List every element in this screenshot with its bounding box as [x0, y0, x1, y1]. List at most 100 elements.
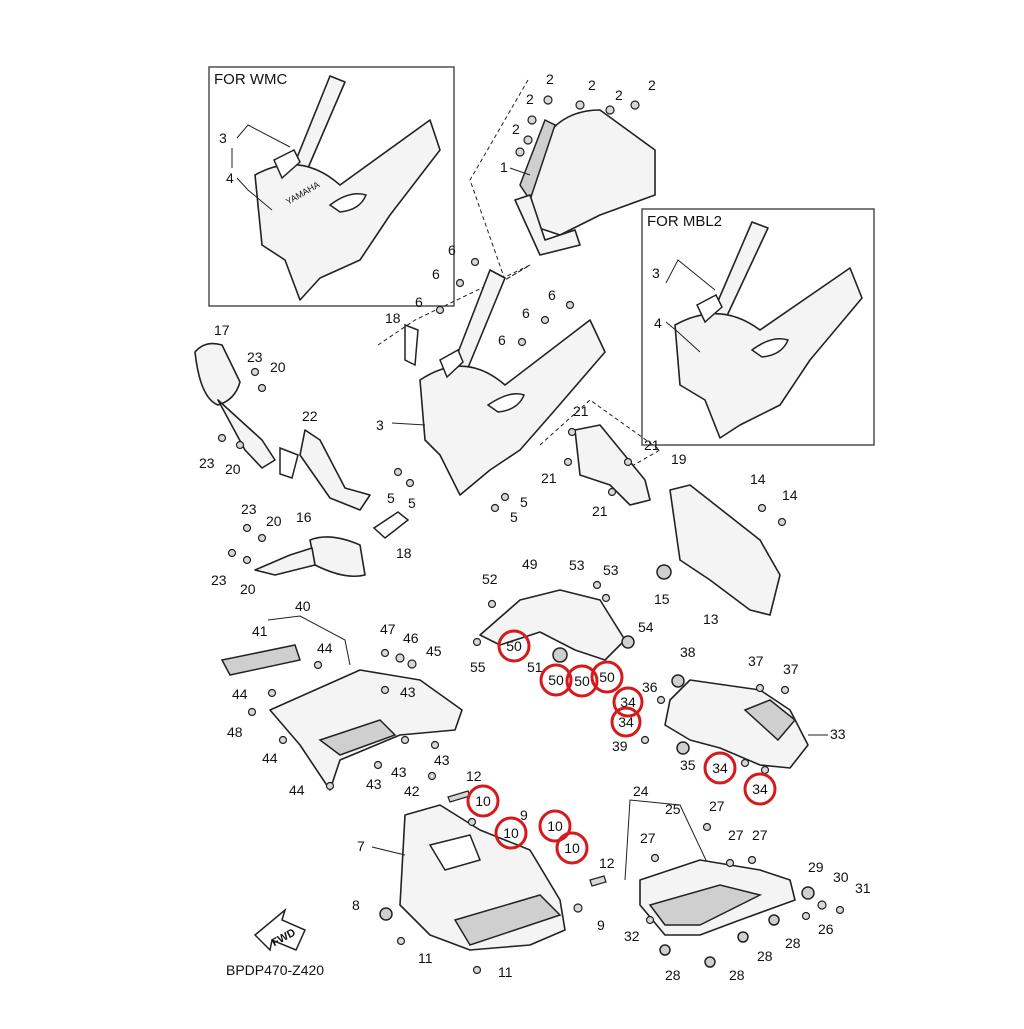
- label-27-a: 27: [709, 798, 725, 814]
- label-28-a: 28: [785, 935, 801, 951]
- label-29: 29: [808, 859, 824, 875]
- diagram-code: BPDP470-Z420: [226, 962, 324, 978]
- screw-2-e: [575, 100, 585, 110]
- upper-cowl-group: 3 18 6 6 6 6 6 6 5 5 5 5: [376, 242, 606, 525]
- windscreen-group-outline: [469, 79, 531, 281]
- inset-wmc-left-opening: [273, 148, 301, 180]
- label-5-d: 5: [510, 509, 518, 525]
- inset-mbl2: FOR MBL2 3 4: [641, 208, 875, 446]
- clip-27-b: [650, 853, 660, 863]
- label-14-a: 14: [750, 471, 766, 487]
- label-47: 47: [380, 621, 396, 637]
- label-6-e: 6: [522, 305, 530, 321]
- bolt-44-c: [278, 735, 288, 745]
- label-55: 55: [470, 659, 486, 675]
- label-5-b: 5: [408, 495, 416, 511]
- label-6-f: 6: [498, 332, 506, 348]
- label-2-e: 2: [615, 87, 623, 103]
- bolt-53-b: [601, 593, 611, 603]
- label-6-b: 6: [432, 266, 440, 282]
- highlight-50-a: [497, 629, 531, 663]
- grommet-28-b: [768, 914, 780, 926]
- upper-cowl-opening: [439, 348, 464, 379]
- label-18-bottom: 18: [396, 545, 412, 561]
- label-32: 32: [624, 928, 640, 944]
- label-20-a: 20: [270, 359, 286, 375]
- mirror-lower-stem: [254, 547, 316, 576]
- bolt-23-c: [242, 523, 252, 533]
- under-cowl-25: [648, 884, 763, 926]
- leader-1: [509, 167, 531, 176]
- stay-group: 21 21 21 21 19 14 14 15 13: [539, 399, 798, 627]
- label-50-a: 50: [506, 638, 522, 654]
- label-43-c: 43: [391, 764, 407, 780]
- inset-wmc-title: FOR WMC: [214, 71, 287, 88]
- label-46: 46: [403, 630, 419, 646]
- label-21-a: 21: [573, 403, 589, 419]
- grommet-28-c: [659, 944, 671, 956]
- inset-wmc-leader-4: [236, 177, 273, 211]
- label-3-wmc: 3: [219, 130, 227, 146]
- bolt-31: [835, 905, 845, 915]
- highlight-10-c: [538, 809, 572, 843]
- bolt-23-a: [250, 367, 260, 377]
- label-20-b: 20: [225, 461, 241, 477]
- screw-6-c: [435, 305, 445, 315]
- label-4-wmc: 4: [226, 170, 234, 186]
- screw-34-c-pin: [740, 758, 750, 768]
- screw-5-c: [500, 492, 510, 502]
- bracket-33-duct: [743, 699, 797, 742]
- screw-34-d-pin: [760, 765, 770, 775]
- label-35: 35: [680, 757, 696, 773]
- label-23-a: 23: [247, 349, 263, 365]
- label-45: 45: [426, 643, 442, 659]
- bolt-55: [472, 637, 482, 647]
- label-16: 16: [296, 509, 312, 525]
- grommet-9-a: [467, 817, 477, 827]
- screw-26: [801, 911, 811, 921]
- label-38: 38: [680, 644, 696, 660]
- grommet-28-a: [737, 931, 749, 943]
- bolt-20-b: [235, 440, 245, 450]
- label-12-b: 12: [599, 855, 615, 871]
- label-25: 25: [665, 801, 681, 817]
- inner-panel-ribs: [318, 719, 397, 756]
- label-36: 36: [642, 679, 658, 695]
- headlight-bracket-group: 38 36 37 37 33 39 35 34 34 34 34: [610, 644, 846, 806]
- highlight-10-b: [494, 816, 528, 850]
- grommet-29: [801, 886, 815, 900]
- label-3-mbl2: 3: [652, 265, 660, 281]
- label-17: 17: [214, 322, 230, 338]
- inset-mbl2-left-opening: [696, 293, 723, 324]
- screw-2-f: [605, 105, 615, 115]
- screw-21-c: [623, 457, 633, 467]
- label-30: 30: [833, 869, 849, 885]
- label-18-top: 18: [385, 310, 401, 326]
- damper-35: [676, 741, 690, 755]
- screw-32: [645, 915, 655, 925]
- bolt-37-a: [755, 683, 765, 693]
- bolt-44-d: [325, 781, 335, 791]
- label-2-f: 2: [648, 77, 656, 93]
- grommet-18-bottom: [372, 511, 410, 539]
- label-24: 24: [633, 783, 649, 799]
- duct-bracket-group: 52 49 53 53 54 55 51 50 50 50 50: [470, 556, 654, 698]
- damper-38: [671, 674, 685, 688]
- label-40: 40: [295, 598, 311, 614]
- highlight-10-d: [555, 831, 589, 865]
- bracket-19: [574, 424, 651, 506]
- lower-cowl-group: 12 9 7 8 11 11 9 12 10 10 10 10: [352, 768, 615, 980]
- lower-cowl-panel: [428, 834, 482, 871]
- label-23-c: 23: [241, 501, 257, 517]
- collar-46: [395, 653, 405, 663]
- bolt-20-d: [242, 555, 252, 565]
- label-27-c: 27: [728, 827, 744, 843]
- label-49: 49: [522, 556, 538, 572]
- label-10-d: 10: [564, 840, 580, 856]
- clip-43-c: [400, 735, 410, 745]
- upper-cowl-duct: [486, 393, 525, 413]
- label-9-b: 9: [597, 917, 605, 933]
- duct-bracket-49: [479, 589, 626, 661]
